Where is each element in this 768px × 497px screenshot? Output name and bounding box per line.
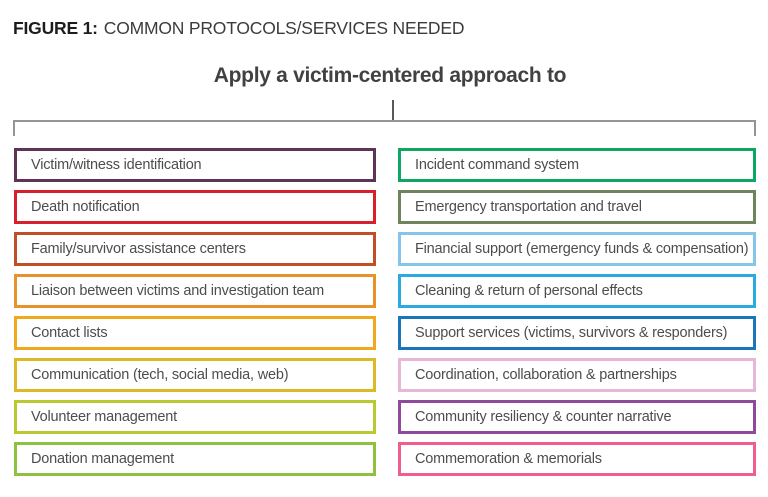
protocol-column-left: Victim/witness identification Death noti… [14, 148, 376, 476]
protocol-box-label: Contact lists [31, 325, 108, 341]
bracket-right-tick [754, 120, 756, 136]
figure-header: FIGURE 1:COMMON PROTOCOLS/SERVICES NEEDE… [13, 18, 464, 39]
protocol-box: Victim/witness identification [14, 148, 376, 182]
protocol-box: Contact lists [14, 316, 376, 350]
protocol-box-label: Volunteer management [31, 409, 177, 425]
bracket-horizontal-line [13, 120, 756, 122]
protocol-box-label: Victim/witness identification [31, 157, 202, 173]
protocol-box: Cleaning & return of personal effects [398, 274, 756, 308]
protocol-box: Community resiliency & counter narrative [398, 400, 756, 434]
protocol-box-label: Community resiliency & counter narrative [415, 409, 672, 425]
protocol-box-label: Emergency transportation and travel [415, 199, 642, 215]
figure-title: COMMON PROTOCOLS/SERVICES NEEDED [103, 18, 465, 38]
protocol-box-label: Support services (victims, survivors & r… [415, 325, 728, 341]
protocol-box: Death notification [14, 190, 376, 224]
protocol-box: Family/survivor assistance centers [14, 232, 376, 266]
protocol-column-right: Incident command system Emergency transp… [398, 148, 756, 476]
protocol-box-label: Commemoration & memorials [415, 451, 602, 467]
bracket-left-tick [13, 120, 15, 136]
protocol-box-label: Family/survivor assistance centers [31, 241, 246, 257]
protocol-box-label: Incident command system [415, 157, 579, 173]
protocol-box-label: Communication (tech, social media, web) [31, 367, 289, 383]
protocol-box: Financial support (emergency funds & com… [398, 232, 756, 266]
protocol-box: Donation management [14, 442, 376, 476]
figure-label: FIGURE 1: [13, 18, 98, 38]
protocol-box-label: Death notification [31, 199, 140, 215]
protocol-box-label: Liaison between victims and investigatio… [31, 283, 325, 299]
connector-stem-line [392, 100, 394, 122]
protocol-box: Emergency transportation and travel [398, 190, 756, 224]
protocol-box-label: Financial support (emergency funds & com… [415, 241, 749, 257]
protocol-box-label: Donation management [31, 451, 174, 467]
protocol-box: Commemoration & memorials [398, 442, 756, 476]
protocol-box-label: Cleaning & return of personal effects [415, 283, 643, 299]
protocol-box-label: Coordination, collaboration & partnershi… [415, 367, 677, 383]
protocol-box: Liaison between victims and investigatio… [14, 274, 376, 308]
protocol-box: Communication (tech, social media, web) [14, 358, 376, 392]
protocol-box: Incident command system [398, 148, 756, 182]
protocol-box: Volunteer management [14, 400, 376, 434]
protocol-box: Coordination, collaboration & partnershi… [398, 358, 756, 392]
protocol-box: Support services (victims, survivors & r… [398, 316, 756, 350]
diagram-heading: Apply a victim-centered approach to [213, 64, 567, 87]
